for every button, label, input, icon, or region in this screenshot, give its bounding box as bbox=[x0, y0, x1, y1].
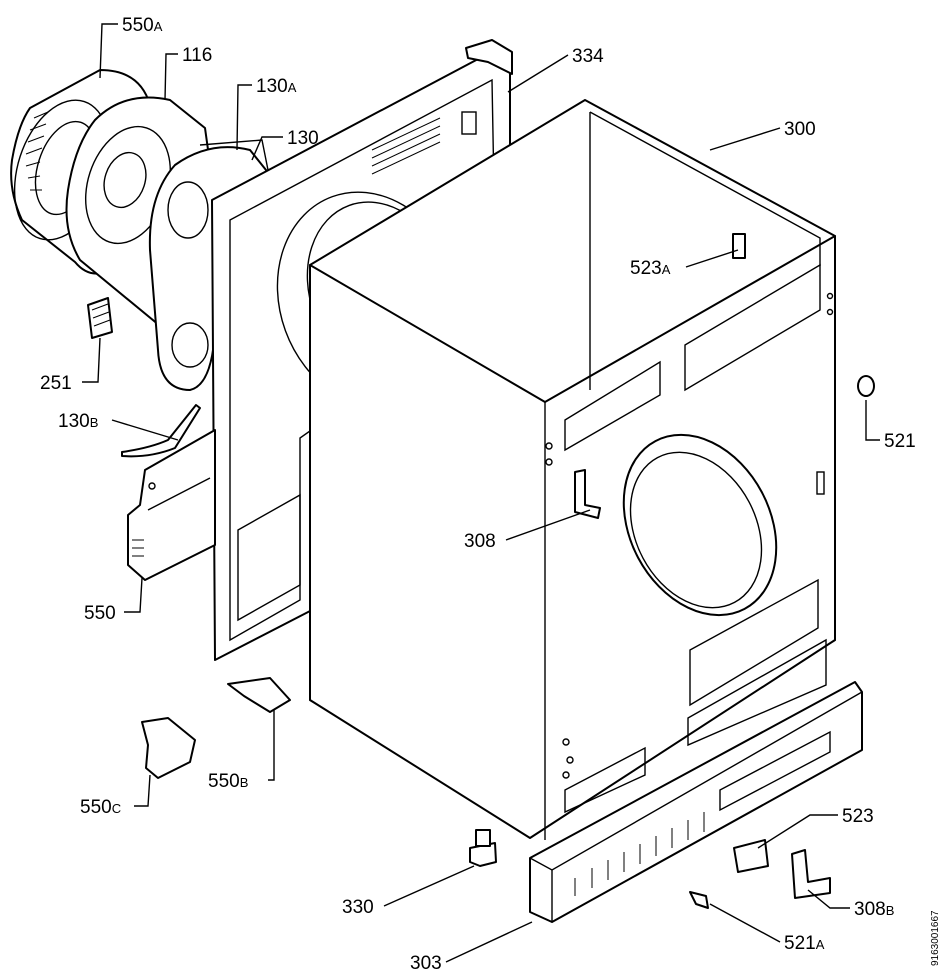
label-130: 130 bbox=[287, 128, 319, 149]
label-550: 550 bbox=[84, 603, 116, 624]
label-308b: 308B bbox=[854, 899, 894, 920]
cap-521 bbox=[857, 375, 875, 397]
hinge-523a bbox=[732, 233, 746, 259]
label-523: 523 bbox=[842, 806, 874, 827]
label-308: 308 bbox=[464, 531, 496, 552]
foot-330 bbox=[469, 829, 497, 867]
bracket-308 bbox=[574, 469, 601, 519]
leader-lines bbox=[82, 23, 880, 963]
bracket-550c bbox=[141, 717, 196, 779]
label-550b: 550B bbox=[208, 771, 248, 792]
label-303: 303 bbox=[410, 953, 442, 972]
plate-523 bbox=[733, 839, 769, 873]
label-521: 521 bbox=[884, 431, 916, 452]
label-334: 334 bbox=[572, 46, 604, 67]
label-550c: 550C bbox=[80, 797, 121, 818]
clip-130b bbox=[121, 404, 201, 458]
label-251: 251 bbox=[40, 373, 72, 394]
label-523a: 523A bbox=[630, 258, 671, 279]
label-330: 330 bbox=[342, 897, 374, 918]
filter-251 bbox=[87, 297, 113, 339]
label-130a: 130A bbox=[256, 76, 297, 97]
plinth-303 bbox=[529, 681, 863, 923]
bracket-308b bbox=[791, 849, 831, 899]
air-duct-550 bbox=[127, 429, 216, 581]
label-521a: 521A bbox=[784, 933, 825, 954]
seal-550b bbox=[227, 677, 291, 713]
label-130b: 130B bbox=[58, 411, 98, 432]
cabinet-300 bbox=[309, 99, 836, 840]
label-116: 116 bbox=[182, 45, 212, 66]
label-300: 300 bbox=[784, 119, 816, 140]
drawing-code: 9163001667 bbox=[930, 910, 941, 966]
label-550a: 550A bbox=[122, 15, 163, 36]
screw-521a bbox=[689, 891, 709, 909]
